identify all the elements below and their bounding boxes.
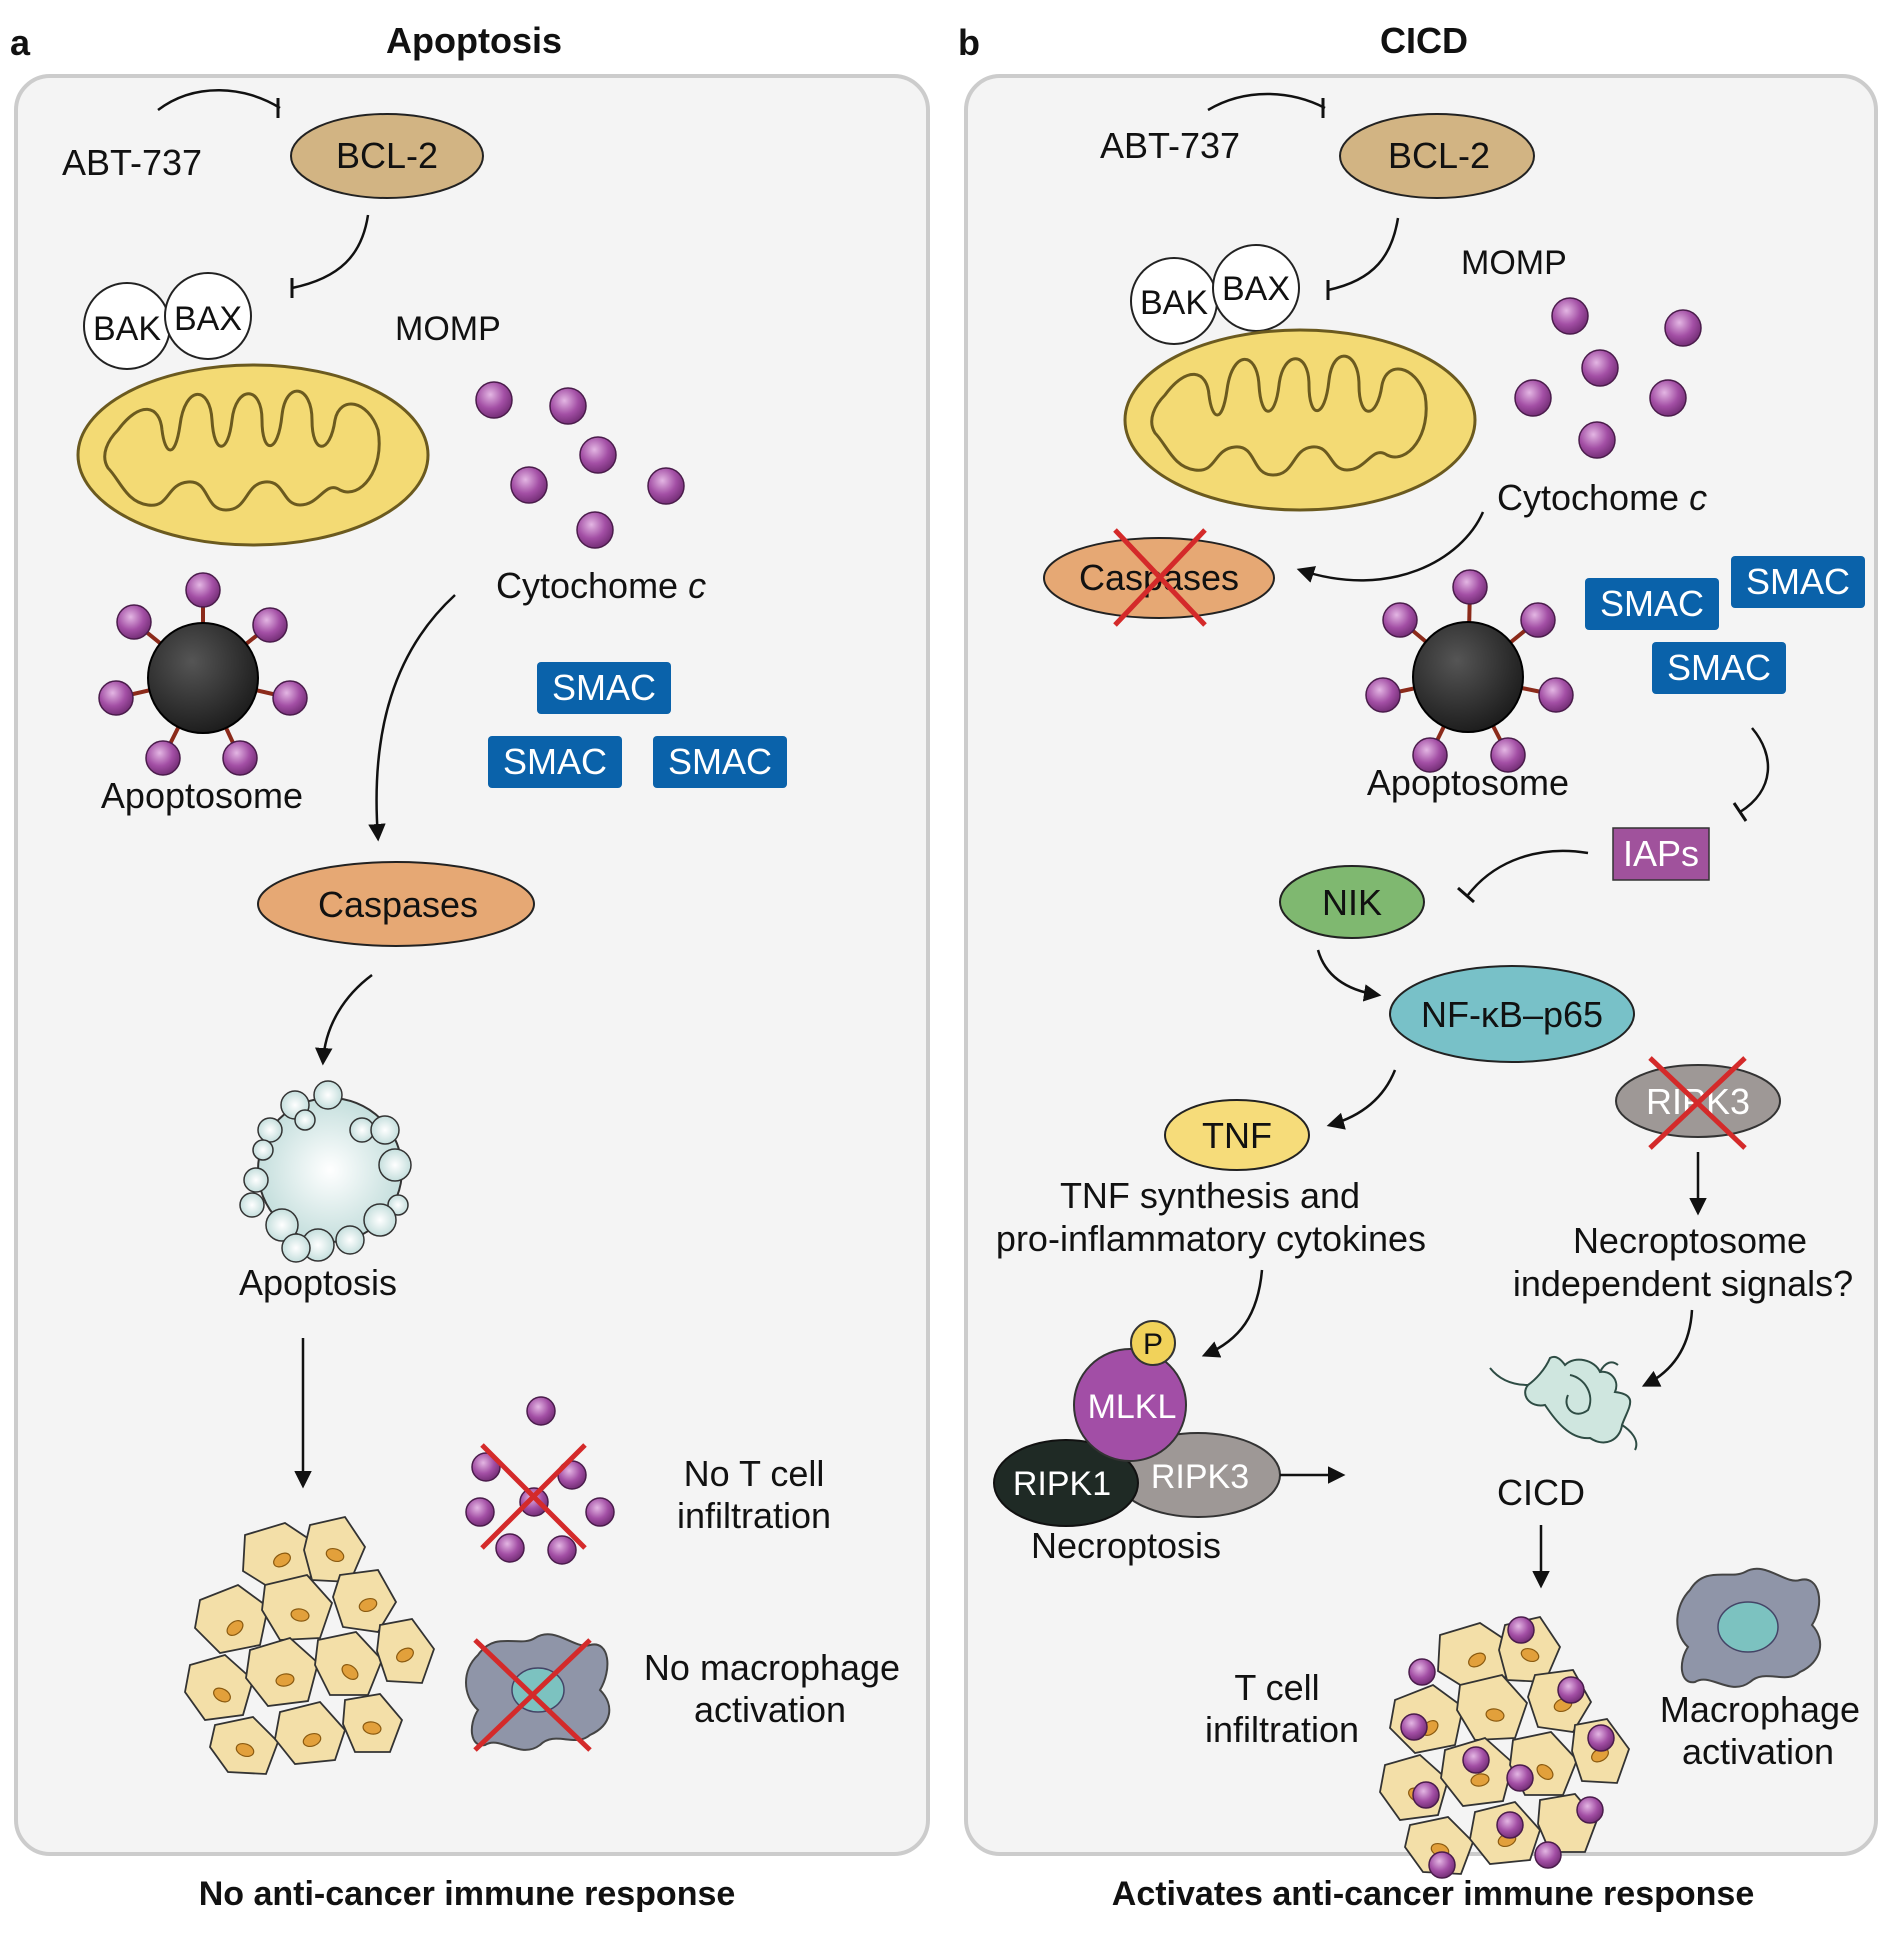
abt737-label: ABT-737 (62, 142, 202, 183)
abt-inhibit-line (157, 89, 281, 111)
tnf-node (1164, 1099, 1310, 1171)
tnf-label: TNF (1202, 1115, 1272, 1156)
bax-label-b: BAX (1222, 270, 1290, 308)
caspases-node (257, 861, 535, 947)
smac-label-2: SMAC (503, 741, 607, 782)
smac-label-b2: SMAC (1746, 561, 1850, 602)
macro-label-1: Macrophage (1660, 1689, 1860, 1730)
p-label: P (1143, 1328, 1163, 1361)
panel-b-footer: Activates anti-cancer immune response (1112, 1875, 1754, 1913)
macrophage-crossed-icon (465, 1633, 611, 1752)
abt737-label-b: ABT-737 (1100, 125, 1240, 166)
tnf-to-necroptosis-arrow (1201, 1269, 1264, 1358)
panel-b: b CICD ABT-737 BCL-2 BAK BAX MOMP (958, 20, 1878, 1913)
nfkb-label: NF-κB–p65 (1421, 994, 1603, 1035)
mitochondrion (76, 363, 430, 547)
bcl2-label-b: BCL-2 (1388, 135, 1490, 176)
ripk3-label: RIPK3 (1151, 1458, 1249, 1496)
no-macro-label-2: activation (694, 1689, 846, 1730)
independent-to-cicd-arrow (1641, 1309, 1694, 1387)
smac-box-b1 (1585, 578, 1719, 630)
cytochrome-c-particles (475, 381, 685, 549)
cicd-cell-icon (1489, 1355, 1638, 1451)
iaps-inhibit-line (1467, 849, 1589, 896)
tumor-nuclei (213, 1547, 414, 1758)
apoptosome-label: Apoptosome (101, 775, 303, 816)
smac-box-2 (488, 736, 622, 788)
no-t-cell-label-2: infiltration (677, 1495, 831, 1536)
smac-box-3 (653, 736, 787, 788)
nik-to-nfkb-arrow (1316, 949, 1382, 1002)
caspases-cross-icon (1113, 528, 1207, 627)
smac-label-3: SMAC (668, 741, 772, 782)
necro-sig-label-2: independent signals? (1513, 1263, 1853, 1304)
t-cells (1400, 1616, 1615, 1879)
caspases-label: Caspases (318, 884, 478, 925)
panel-a-footer: No anti-cancer immune response (199, 1875, 736, 1913)
apoptosome-label-b: Apoptosome (1367, 762, 1569, 803)
caspase-to-apoptosis-arrow (315, 973, 373, 1066)
mitochondrion-b (1123, 328, 1477, 512)
apoptotic-cell-icon (239, 1080, 412, 1263)
apoptosome-icon (98, 572, 308, 776)
panel-a-title: Apoptosis (386, 20, 562, 61)
nfkb-to-tnf-arrow (1326, 1069, 1397, 1130)
t-cell-label-1: T cell (1234, 1667, 1319, 1708)
panel-a-letter: a (10, 22, 31, 63)
smac-box-b2 (1731, 556, 1865, 608)
iaps-box (1612, 827, 1710, 881)
bax-circle-b (1212, 244, 1300, 332)
bax-label: BAX (174, 300, 242, 338)
t-cell-label-2: infiltration (1205, 1709, 1359, 1750)
momp-label: MOMP (395, 310, 501, 348)
no-t-cell-cross-icon (480, 1443, 587, 1550)
nik-label: NIK (1322, 882, 1382, 923)
smac-label-1: SMAC (552, 667, 656, 708)
smac-box-b3 (1652, 642, 1786, 694)
cytochrome-label-b: Cytochome c (1497, 477, 1707, 518)
bak-label: BAK (93, 310, 161, 348)
bax-circle (164, 272, 252, 360)
macrophage-icon (1676, 1567, 1822, 1688)
momp-label-b: MOMP (1461, 244, 1567, 282)
no-t-cell-label-1: No T cell (684, 1453, 825, 1494)
ripk1-label: RIPK1 (1013, 1465, 1111, 1503)
bcl2-inhibit-line (291, 214, 370, 290)
smac-box-1 (537, 662, 671, 714)
bcl2-node-b (1339, 113, 1535, 199)
mlkl-label: MLKL (1088, 1388, 1177, 1426)
tumor-cells-tcells-icon (1379, 1615, 1631, 1875)
tnf-synth-label-2: pro-inflammatory cytokines (996, 1218, 1426, 1259)
abt-inhibit-line-b (1207, 92, 1326, 112)
bcl2-node (290, 113, 484, 199)
panel-b-letter: b (958, 22, 980, 63)
smac-inhibit-line (1739, 727, 1770, 814)
necroptosis-label: Necroptosis (1031, 1525, 1221, 1566)
necroptosome-complex (993, 1320, 1281, 1527)
nfkb-node (1389, 965, 1635, 1063)
panel-a: a Apoptosis ABT-737 BCL-2 BAK BAX MOMP (10, 20, 930, 1913)
cyto-to-caspase-arrow (368, 594, 456, 842)
ripk3-cross-icon (1648, 1056, 1747, 1150)
apoptosis-label: Apoptosis (239, 1262, 397, 1303)
iaps-label: IAPs (1623, 833, 1699, 874)
nik-node (1279, 865, 1425, 939)
bcl2-inhibit-line-b (1327, 217, 1400, 292)
tnf-synth-label-1: TNF synthesis and (1060, 1175, 1360, 1216)
smac-label-b3: SMAC (1667, 647, 1771, 688)
no-t-cell-particles (465, 1396, 615, 1565)
macro-label-2: activation (1682, 1731, 1834, 1772)
smac-label-b1: SMAC (1600, 583, 1704, 624)
bak-label-b: BAK (1140, 284, 1208, 322)
cytochrome-label: Cytochome c (496, 565, 706, 606)
no-macro-label-1: No macrophage (644, 1647, 900, 1688)
necro-sig-label-1: Necroptosome (1573, 1220, 1807, 1261)
panel-b-title: CICD (1380, 20, 1468, 61)
cicd-label: CICD (1497, 1472, 1585, 1513)
bcl2-label: BCL-2 (336, 135, 438, 176)
apoptosome-icon-b (1365, 569, 1574, 773)
cytochrome-c-particles-b (1514, 297, 1702, 459)
cyto-to-caspase-arrow-b (1296, 511, 1485, 583)
